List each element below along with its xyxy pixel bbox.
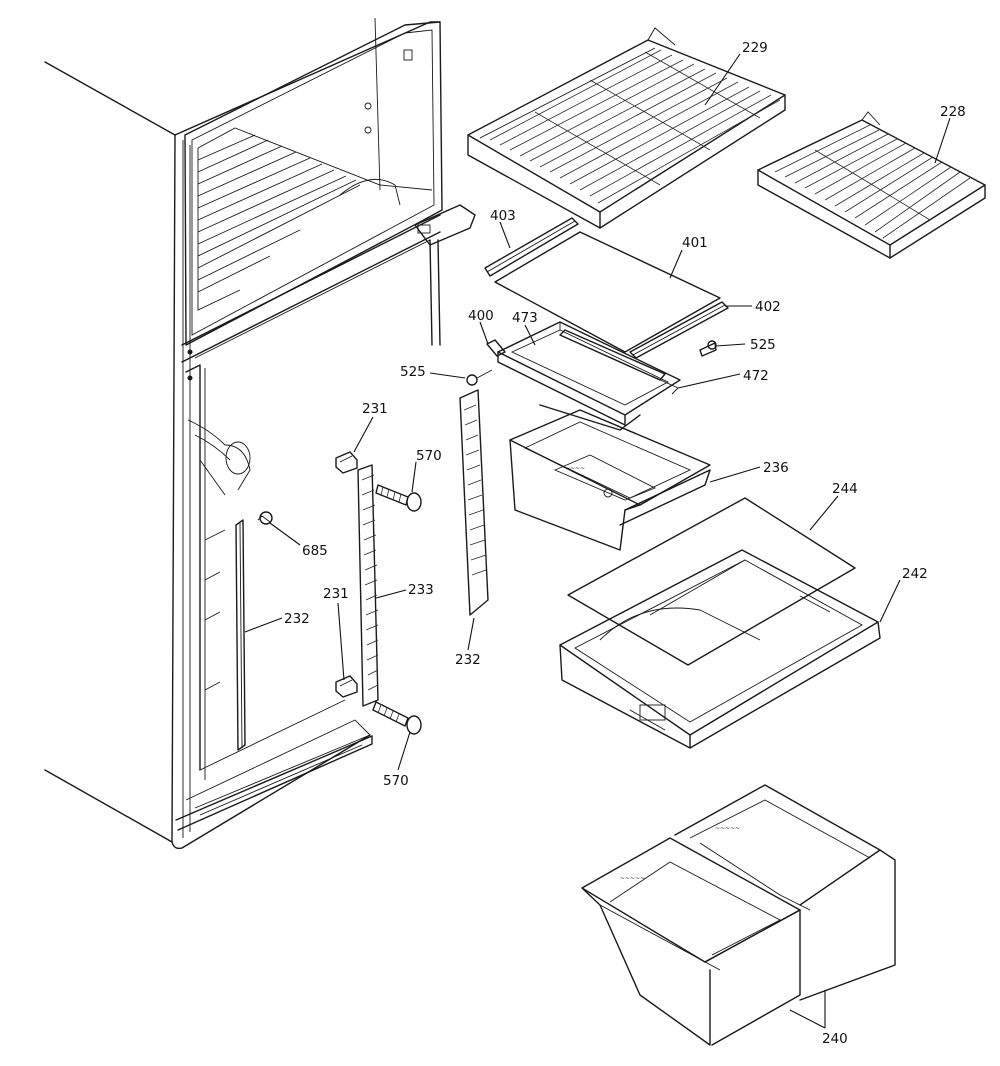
callout-570-top: 570 <box>416 448 442 464</box>
refrigerator-cabinet <box>44 17 476 850</box>
callout-232-left: 232 <box>284 611 310 627</box>
callout-570-bottom: 570 <box>383 773 409 789</box>
callout-400: 400 <box>468 308 494 324</box>
callout-244: 244 <box>832 481 858 497</box>
callout-472: 472 <box>743 368 769 384</box>
callout-231-bottom: 231 <box>323 586 349 602</box>
callout-232-right: 232 <box>455 652 481 668</box>
callout-525-right: 525 <box>750 337 776 353</box>
pan-embossed-text: ~~~~ <box>565 465 585 472</box>
wire-shelf-229 <box>467 27 786 229</box>
screw-570-top <box>375 484 422 512</box>
leader-lines <box>244 53 951 1029</box>
screw-525-left <box>466 369 493 386</box>
callout-242: 242 <box>902 566 928 582</box>
callout-402: 402 <box>755 299 781 315</box>
callout-525-left: 525 <box>400 364 426 380</box>
shelf-bracket-233 <box>357 464 379 707</box>
callout-labels: 229 228 403 401 402 400 473 525 525 472 … <box>284 40 966 1047</box>
mullion-rail-232-right <box>459 389 489 616</box>
cap-231-bottom <box>335 675 358 698</box>
crisper-frame-242 <box>559 549 881 749</box>
callout-231-top: 231 <box>362 401 388 417</box>
mullion-rail-232-left <box>235 519 246 751</box>
support-400 <box>486 339 506 357</box>
callout-473: 473 <box>512 310 538 326</box>
drawer-right-embossed-text: ~~~~~ <box>715 825 740 832</box>
screw-570-bottom <box>372 701 422 735</box>
cap-231-top <box>335 451 358 474</box>
drawer-left-embossed-text: ~~~~~ <box>620 875 645 882</box>
freezer-floor-ridges <box>197 134 361 293</box>
callout-229: 229 <box>742 40 768 56</box>
glass-cover-244 <box>567 497 856 666</box>
glass-shelf-401 <box>494 231 721 353</box>
callout-401: 401 <box>682 235 708 251</box>
slide-rail-472 <box>559 329 679 395</box>
wire-shelf-228 <box>757 111 986 259</box>
callout-236: 236 <box>763 460 789 476</box>
front-trim-403 <box>484 217 579 277</box>
meat-pan-236: ~~~~ <box>509 409 711 551</box>
crisper-drawers-240: ~~~~~ ~~~~~ <box>581 784 896 1046</box>
callout-240: 240 <box>822 1031 848 1047</box>
callout-403: 403 <box>490 208 516 224</box>
screw-685 <box>257 511 273 525</box>
callout-228: 228 <box>940 104 966 120</box>
pan-cover-frame-473 <box>497 321 681 431</box>
rear-trim-402 <box>629 301 729 359</box>
callout-233: 233 <box>408 582 434 598</box>
callout-685: 685 <box>302 543 328 559</box>
screw-525-right <box>699 340 717 357</box>
